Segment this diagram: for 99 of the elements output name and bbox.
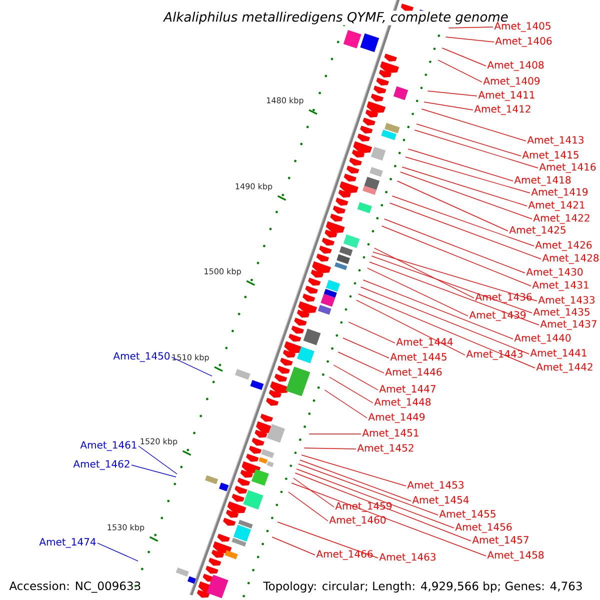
gene-label: Amet_1449 [368, 413, 425, 423]
leader-line [362, 280, 514, 340]
leader-line [400, 172, 532, 220]
leader-line [300, 460, 412, 502]
leader-line [97, 542, 138, 562]
leader-line [414, 130, 538, 168]
genome-info-text: Topology: circular; Length: 4,929,566 bp; Genes: 4,763 [263, 581, 582, 593]
leader-line [405, 156, 530, 194]
leader-line [374, 248, 474, 298]
leader-line [277, 522, 378, 558]
leader-line [288, 492, 328, 522]
gene-label: Amet_1419 [531, 188, 588, 198]
gene-label: Amet_1431 [532, 281, 588, 291]
gene-label: Amet_1453 [407, 481, 464, 491]
gene-label: Amet_1440 [514, 334, 571, 344]
gene-label: Amet_1458 [487, 551, 544, 561]
gene-label: Amet_1413 [527, 136, 584, 146]
gene-label: Amet_1462 [73, 460, 130, 470]
leader-line [304, 448, 356, 450]
leader-line [333, 364, 378, 390]
leader-line [367, 268, 468, 316]
accession-text: Accession: NC_009633 [9, 581, 140, 593]
leader-line [396, 180, 508, 232]
leader-line [424, 102, 474, 110]
leader-line [272, 536, 316, 556]
gene-label: Amet_1463 [379, 553, 436, 563]
gene-label: Amet_1455 [439, 510, 496, 520]
leader-line [438, 60, 482, 82]
leader-line [421, 108, 526, 142]
leader-line [389, 202, 542, 260]
leader-line [171, 356, 212, 376]
gene-label: Amet_1406 [495, 37, 552, 47]
leader-line [442, 48, 486, 66]
gene-label: Amet_1448 [374, 398, 431, 408]
leader-line [358, 294, 536, 368]
gene-label: Amet_1430 [526, 268, 583, 278]
gene-label: Amet_1450 [113, 352, 170, 362]
gene-label: Amet_1452 [357, 444, 414, 454]
leader-line [369, 262, 540, 326]
gene-label: Amet_1446 [385, 368, 442, 378]
gene-label: Amet_1408 [487, 61, 544, 71]
leader-line [445, 36, 494, 42]
scale-label: 1530 kbp [108, 524, 144, 532]
gene-label: Amet_1416 [539, 163, 596, 173]
leader-line [294, 472, 472, 542]
leader-line [342, 338, 390, 358]
leader-line [328, 376, 374, 404]
gene-label: Amet_1433 [538, 296, 594, 306]
gene-label: Amet_1461 [80, 441, 136, 451]
scale-label: 1520 kbp [140, 438, 178, 446]
leader-line [348, 322, 396, 344]
leader-line [448, 26, 494, 28]
leader-line [384, 218, 526, 274]
gene-label: Amet_1415 [522, 151, 578, 161]
leader-line [356, 300, 466, 356]
leader-line [416, 124, 522, 156]
leader-line [301, 454, 406, 486]
leader-line [427, 90, 478, 96]
leader-line [296, 468, 454, 528]
gene-label: Amet_1421 [528, 201, 584, 211]
gene-label: Amet_1447 [379, 385, 436, 395]
leader-line [372, 252, 538, 302]
gene-label: Amet_1451 [362, 429, 418, 439]
gene-label: Amet_1425 [509, 226, 566, 236]
leader-line [291, 482, 486, 556]
leader-line [371, 256, 532, 314]
leader-line [392, 196, 534, 246]
gene-label: Amet_1435 [533, 308, 590, 318]
leader-line [293, 478, 334, 508]
scale-label: 1510 kbp [172, 354, 209, 362]
scale-label: 1490 kbp [236, 183, 272, 191]
gene-label: Amet_1412 [474, 105, 530, 115]
leader-line [382, 226, 532, 286]
leader-line [131, 464, 176, 478]
gene-label: Amet_1428 [542, 254, 599, 264]
gene-label: Amet_1418 [514, 176, 571, 186]
gene-label: Amet_1442 [536, 363, 592, 373]
leader-line [298, 464, 438, 516]
leader-line [408, 148, 514, 182]
gene-label: Amet_1466 [316, 550, 373, 560]
leader-line [138, 446, 178, 474]
gene-label: Amet_1426 [535, 241, 592, 251]
leader-line [338, 352, 384, 374]
gene-label: Amet_1456 [455, 523, 512, 533]
gene-label: Amet_1411 [478, 91, 534, 101]
gene-label: Amet_1457 [472, 536, 528, 546]
gene-label: Amet_1437 [540, 320, 596, 330]
leader-line [360, 286, 530, 354]
gene-label: Amet_1422 [533, 214, 590, 224]
gene-label: Amet_1441 [530, 349, 586, 359]
leader-line [402, 166, 528, 206]
scale-label: 1480 kbp [267, 97, 304, 105]
gene-label: Amet_1409 [483, 77, 540, 87]
gene-label: Amet_1474 [39, 538, 96, 548]
gene-label: Amet_1460 [329, 516, 386, 526]
gene-label: Amet_1445 [390, 353, 446, 363]
scale-label: 1500 kbp [204, 268, 241, 276]
gene-label: Amet_1454 [412, 496, 469, 506]
leader-line [324, 390, 368, 418]
